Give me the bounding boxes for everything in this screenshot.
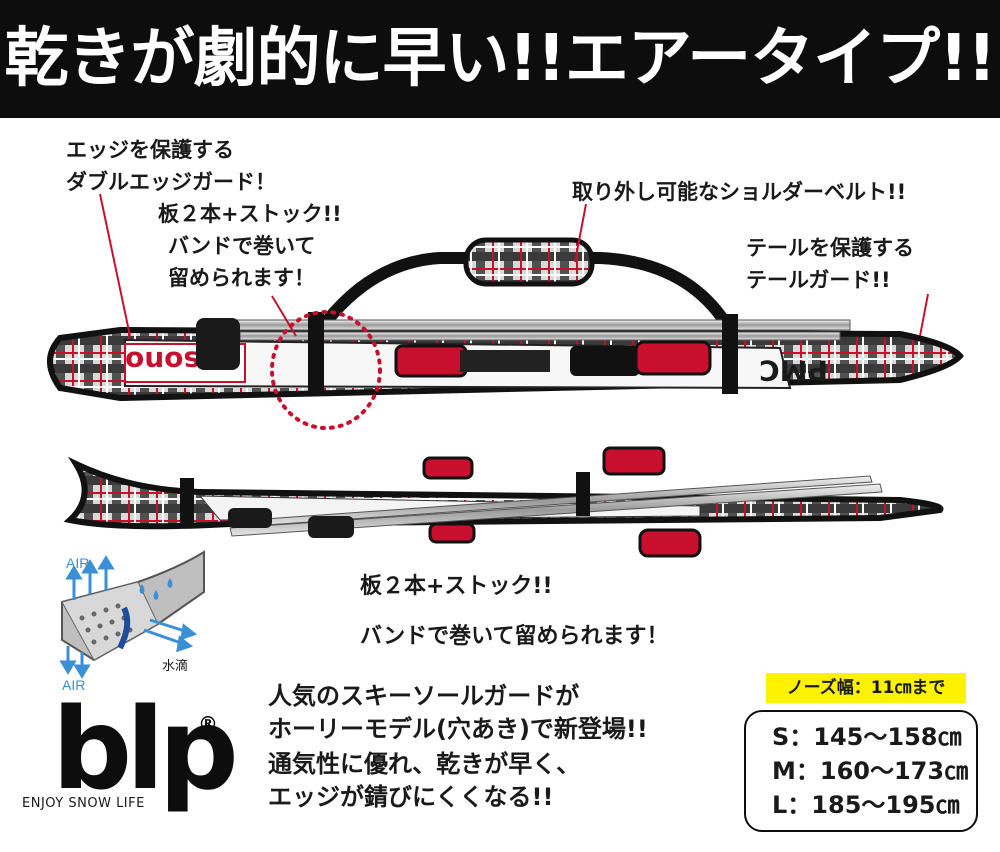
nose-width-badge: ノーズ幅：11㎝まで [766,673,966,703]
callout-line: テールを保護する [746,236,914,260]
leader-edge-guard [99,193,131,337]
callout-line: ダブルエッジガード！ [66,170,276,194]
size-row-l: L：185〜195㎝ [772,791,960,819]
highlight-circle [270,310,382,430]
logo-tagline: ENJOY SNOW LIFE [22,796,145,811]
description-line: 人気のスキーソールガードが [268,682,580,710]
callout-line: バンドで巻いて留められます！ [360,624,669,649]
leader-shoulder-belt [574,203,587,263]
air-flow-diagram: AIR AIR 水滴 [59,550,205,693]
callout-line: テールガード!! [746,268,891,292]
logo-wordmark: blp [52,685,239,815]
callout-line: バンドで巻いて [168,234,316,258]
callout-edge-guard: エッジを保護する ダブルエッジガード！ [66,134,276,198]
description-line: ホーリーモデル(穴あき)で新登場!! [268,715,648,743]
callout-line: 留められます！ [168,266,315,290]
leader-band [271,295,297,337]
callout-band-bottom: 板２本+ストック!! バンドで巻いて留められます！ [360,562,668,662]
leader-tail-guard [919,293,929,337]
banner-title: 乾きが劇的に早い!!エアータイプ!! [4,22,997,96]
callout-tail-guard: テールを保護する テールガード!! [746,232,914,296]
brand-logo: blp ® ENJOY SNOW LIFE [12,694,242,830]
size-row-s: S：145〜158㎝ [772,723,962,751]
description-line: 通気性に優れ、乾きが早く、 [268,750,581,778]
callout-line: 取り外し可能なショルダーベルト!! [572,180,907,204]
product-description: 人気のスキーソールガードが ホーリーモデル(穴あき)で新登場!! 通気性に優れ、… [268,680,648,814]
callout-line: エッジを保護する [66,138,234,162]
callout-line: 板２本+ストック!! [360,574,553,599]
air-label-top: AIR [66,555,89,571]
description-line: エッジが錆びにくくなる!! [268,783,554,811]
header-banner: 乾きが劇的に早い!!エアータイプ!! [0,0,1000,118]
callout-line: 板２本+ストック!! [158,202,342,226]
water-label: 水滴 [162,658,188,674]
callout-shoulder-belt: 取り外し可能なショルダーベルト!! [572,176,906,208]
size-table: S：145〜158㎝ M：160〜173㎝ L：185〜195㎝ [744,710,978,832]
callout-band-top: 板２本+ストック!! バンドで巻いて 留められます！ [158,198,342,294]
logo-registered-mark: ® [198,712,218,736]
ski-bag-top: ossono PMC [47,237,964,430]
air-label-bottom: AIR [62,677,85,693]
shoulder-pad [463,237,595,287]
size-row-m: M：160〜173㎝ [772,757,969,785]
svg-text:PMC: PMC [759,354,828,387]
ski-bag-bottom [63,446,944,558]
